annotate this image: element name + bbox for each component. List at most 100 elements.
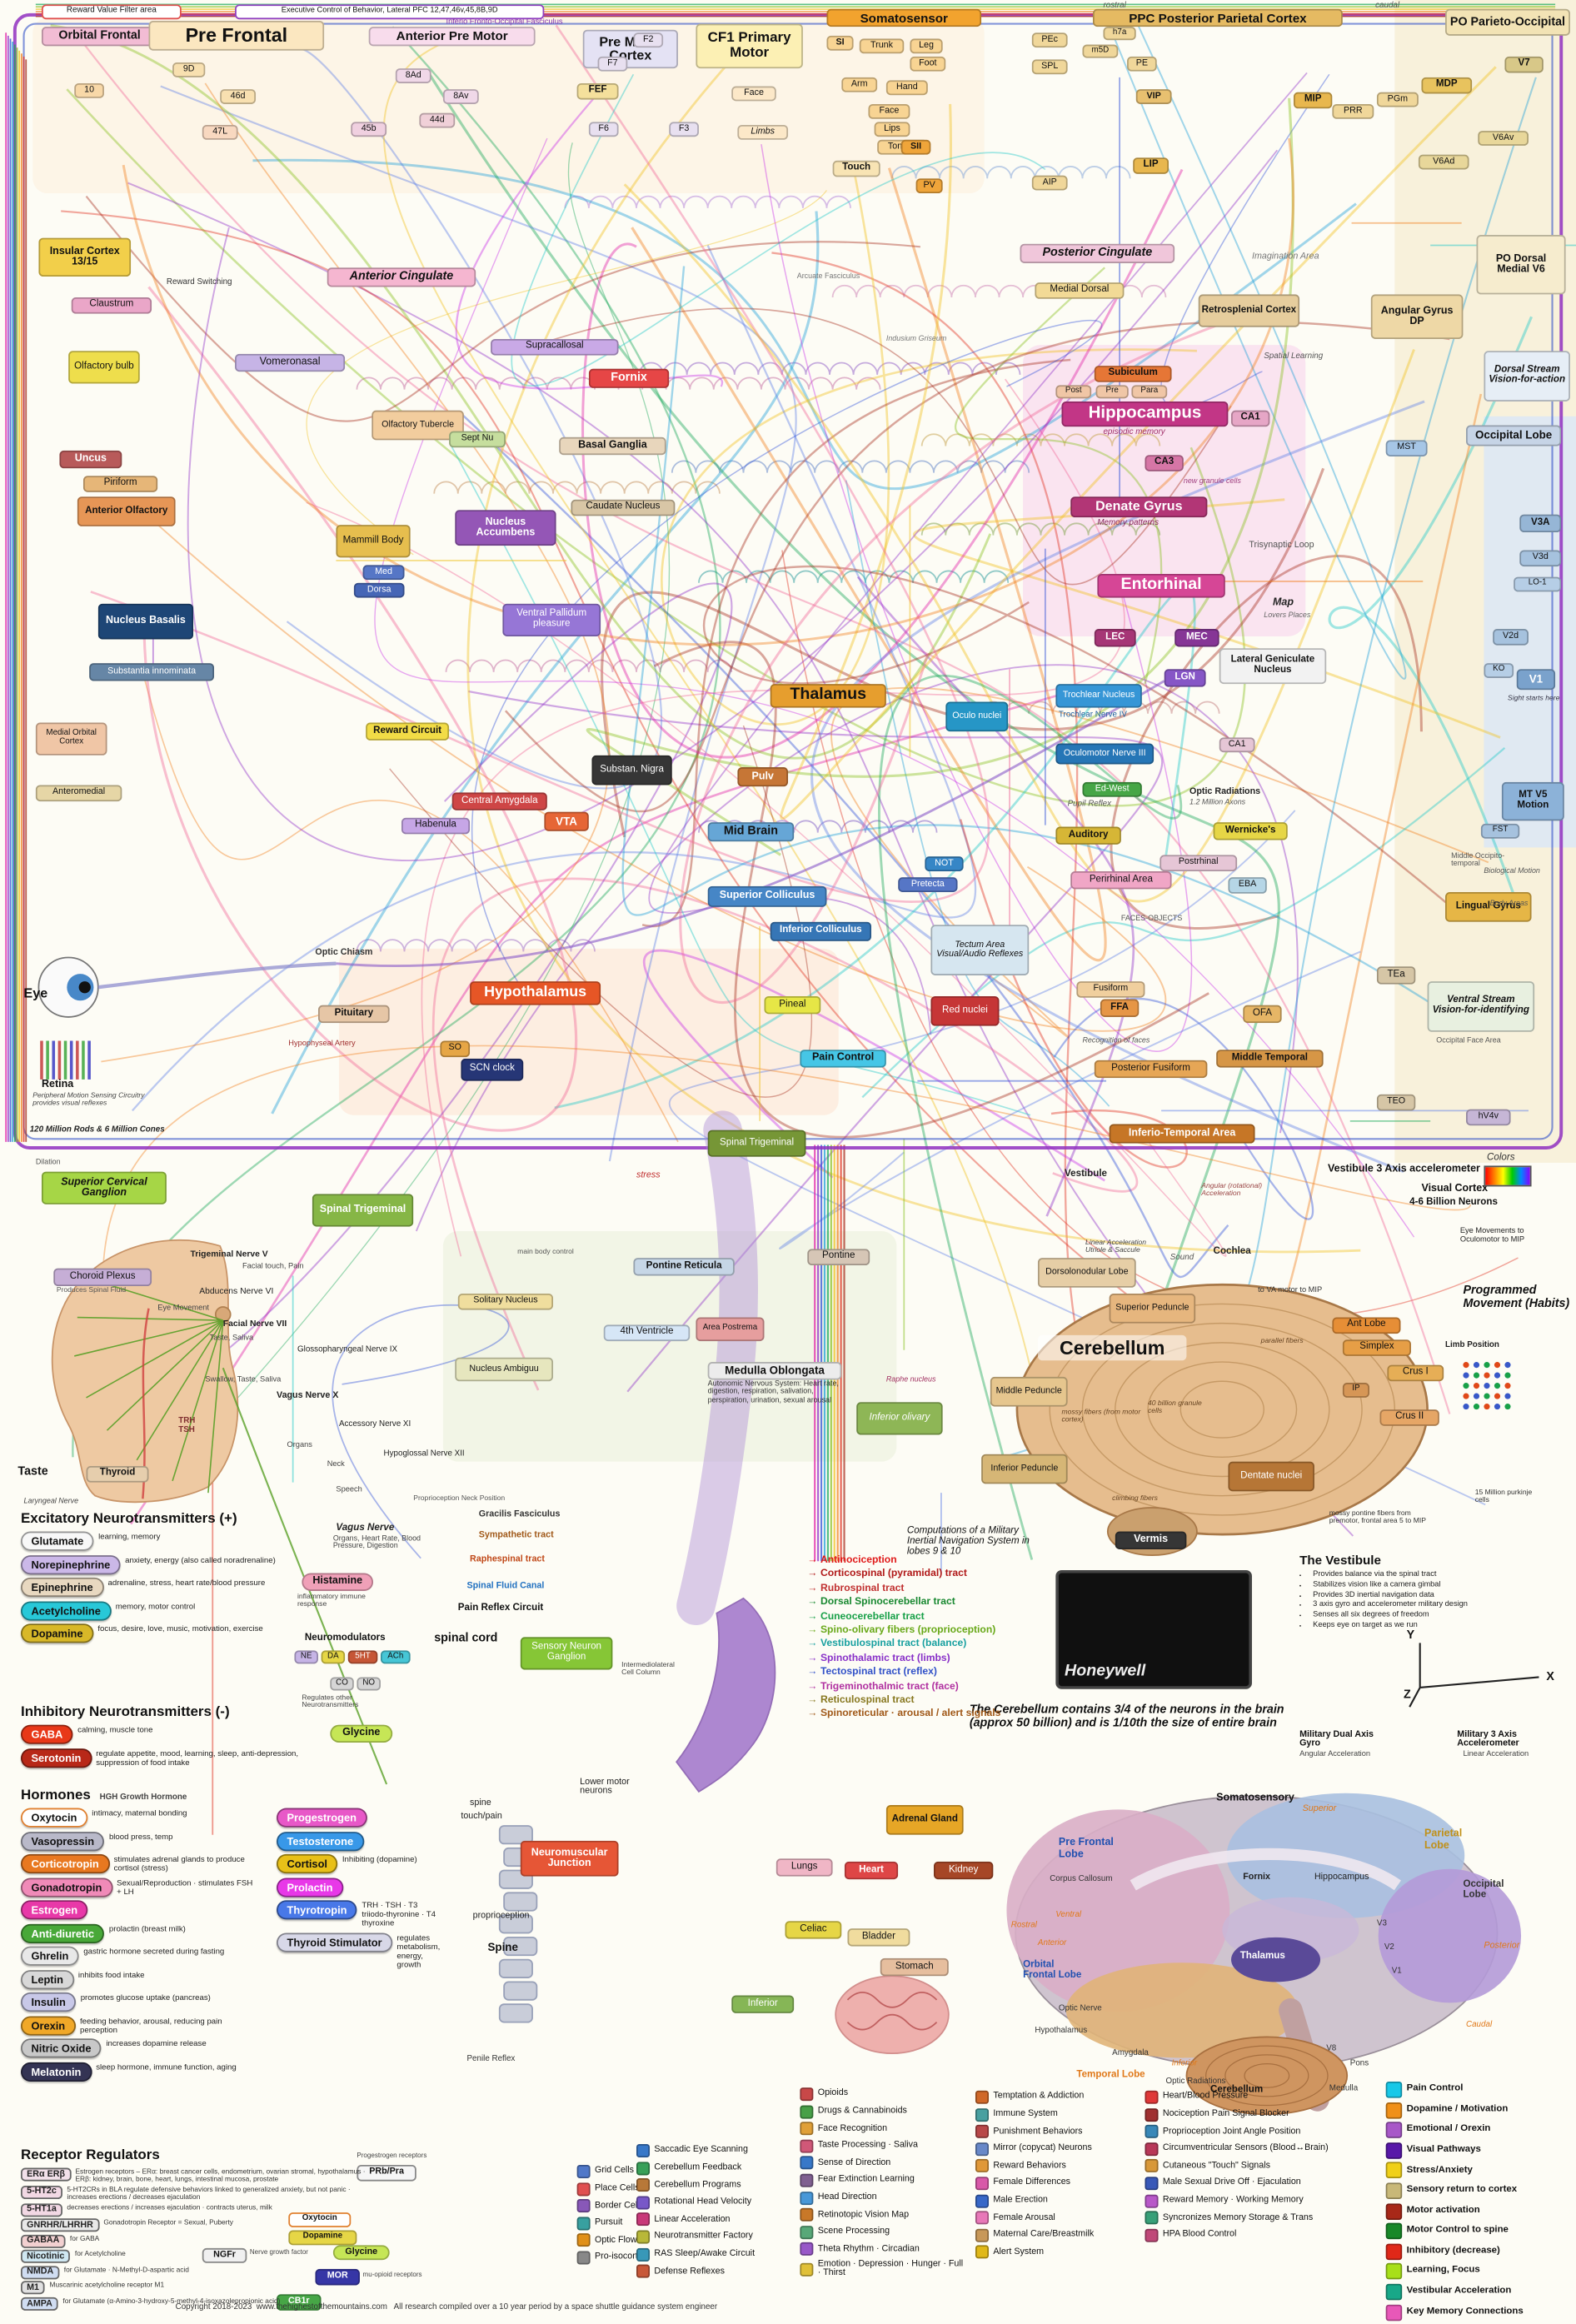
color-key-item: Pain Control xyxy=(1385,2082,1576,2098)
pill-row: Estrogen xyxy=(20,1900,282,1920)
pill-desc: regulate appetite, mood, learning, sleep… xyxy=(96,1749,299,1768)
legend-item: Reward Memory · Working Memory xyxy=(1145,2193,1349,2207)
region-x-solitary-nucleus: Solitary Nucleus xyxy=(457,1293,554,1310)
legend-label: Pursuit xyxy=(595,2218,623,2228)
tract-x-spinothalamic-tract-limbs: →Spinothalamic tract (limbs) xyxy=(807,1653,1000,1663)
legend-label: Reward Memory · Working Memory xyxy=(1162,2196,1304,2205)
text-x-reward-switching: Reward Switching xyxy=(166,277,232,287)
tract-list: →Antinociception→Corticospinal (pyramida… xyxy=(807,1555,1000,1719)
region-x-med: Med xyxy=(362,565,405,581)
pill-desc: blood press, temp xyxy=(108,1833,173,1842)
region-x-10: 10 xyxy=(74,82,104,98)
region-x-sensory-neuron-ganglion: Sensory Neuron Ganglion xyxy=(520,1637,613,1670)
region-x-claustrum: Claustrum xyxy=(71,297,152,314)
text-x-progestrogen-receptors: Progestrogen receptors xyxy=(357,2151,427,2159)
text-x-regulates-other-neurotransmitter: Regulates other Neurotransmitters xyxy=(302,1694,359,1711)
text-x-x: X xyxy=(1546,1669,1554,1683)
text-x-spine: Spine xyxy=(487,1940,518,1954)
pill-desc: focus, desire, love, music, motivation, … xyxy=(97,1625,263,1634)
receptor-badge-x-nmda: NMDA xyxy=(20,2266,60,2280)
region-x-vip: VIP xyxy=(1135,89,1172,104)
region-x-fst: FST xyxy=(1480,823,1520,839)
pill-x-prolactin: Prolactin xyxy=(277,1877,343,1897)
region-x-cb1r: CB1r xyxy=(277,2294,322,2311)
region-x-vermis: Vermis xyxy=(1115,1531,1187,1549)
region-x-ne: NE xyxy=(294,1650,318,1664)
region-x-dentate-nuclei: Dentate nuclei xyxy=(1228,1461,1314,1492)
legend-item: Linear Acceleration xyxy=(636,2212,794,2227)
text-x-posterior: Posterior xyxy=(1484,1942,1520,1951)
x-neurotransmitter-factory-icon xyxy=(636,2230,651,2244)
text-x-parietal-lobe: Parietal Lobe xyxy=(1424,1828,1465,1851)
legend-label: Pro-isocortex xyxy=(595,2252,648,2262)
text-x-inferior: Inferior xyxy=(1171,2059,1198,2068)
legend-item: Head Direction xyxy=(800,2191,966,2205)
legend-item: RAS Sleep/Awake Circuit xyxy=(636,2247,794,2262)
text-x-vestibule: Vestibule xyxy=(1065,1169,1108,1179)
region-x-46d: 46d xyxy=(220,89,257,104)
text-x-inferio-fronto-occipital-fascicu: Inferio Fronto-Occipital Fasciculus xyxy=(446,17,563,27)
color-key-item: Stress/Anxiety xyxy=(1385,2162,1576,2179)
tract-x-rubrospinal-tract: →Rubrospinal tract xyxy=(807,1583,1000,1593)
region-x-mec: MEC xyxy=(1175,629,1219,647)
legend-label: Scene Processing xyxy=(817,2227,890,2237)
pill-desc: stimulates adrenal glands to produce cor… xyxy=(113,1855,245,1874)
x-alert-system-icon xyxy=(975,2245,990,2260)
text-x-produces-spinal-fluid: Produces Spinal Fluid xyxy=(56,1287,127,1295)
color-key-label: Motor Control to spine xyxy=(1406,2224,1509,2236)
tract-label: Vestibulospinal tract (balance) xyxy=(820,1638,967,1650)
color-spectrum-swatch xyxy=(1484,1165,1532,1187)
x-retinotopic-vision-map-icon xyxy=(800,2208,814,2222)
region-x-inferior-colliculus: Inferior Colliculus xyxy=(770,921,872,941)
legend-label: Rotational Head Velocity xyxy=(654,2197,752,2207)
x-face-recognition-icon xyxy=(800,2122,814,2136)
legend-label: Head Direction xyxy=(817,2192,877,2202)
region-x-pgm: PGm xyxy=(1376,92,1419,107)
text-x-pre-frontal-lobe: Pre Frontal Lobe xyxy=(1058,1838,1117,1860)
region-x-ko: KO xyxy=(1484,663,1514,678)
region-x-v7: V7 xyxy=(1504,56,1544,73)
legend-item: Sense of Direction xyxy=(800,2156,966,2170)
region-x-v6ad: V6Ad xyxy=(1418,154,1469,170)
receptor-desc: 5-HT2CRs in BLA regulate defensive behav… xyxy=(67,2185,351,2201)
region-x-pulv: Pulv xyxy=(737,767,789,787)
region-x-medial-orbital-cortex: Medial Orbital Cortex xyxy=(35,722,107,756)
x-temptation-addiction-icon xyxy=(975,2090,990,2104)
region-x-po-dorsal-medial-v6: PO Dorsal Medial V6 xyxy=(1476,235,1566,295)
region-x-para: Para xyxy=(1131,385,1168,399)
text-x-main-body-control: main body control xyxy=(517,1249,574,1257)
region-x-lip: LIP xyxy=(1133,157,1170,174)
x-cutaneous-touch-signals-icon xyxy=(1145,2159,1159,2173)
pill-desc: adrenaline, stress, heart rate/blood pre… xyxy=(107,1578,266,1588)
x-head-direction-icon xyxy=(800,2191,814,2205)
legend-item: Theta Rhythm · Circadian xyxy=(800,2242,966,2257)
tract-x-corticospinal-pyramidal-tract: →Corticospinal (pyramidal) tract xyxy=(807,1569,1000,1579)
text-x-programmed-movement-habits: Programmed Movement (Habits) xyxy=(1463,1283,1570,1309)
color-key-label: Inhibitory (decrease) xyxy=(1406,2245,1500,2256)
x-punishment-behaviors-icon xyxy=(975,2125,990,2139)
legend-label: Nociception Pain Signal Blocker xyxy=(1162,2109,1289,2119)
text-x-military-3-axis-accelerometer: Military 3 Axis Accelerometer xyxy=(1457,1730,1519,1749)
text-x-amygdala: Amygdala xyxy=(1112,2048,1149,2058)
region-x-f3: F3 xyxy=(669,122,699,137)
receptor-desc: Estrogen receptors – ERα: breast cancer … xyxy=(75,2167,366,2183)
legend-label: Retinotopic Vision Map xyxy=(817,2210,910,2220)
region-x-pec: PEc xyxy=(1031,32,1068,48)
receptor-desc: for Glutamate · N-Methyl-D-aspartic acid xyxy=(63,2266,189,2274)
text-x-neck: Neck xyxy=(327,1459,345,1469)
legend-label: RAS Sleep/Awake Circuit xyxy=(654,2249,756,2259)
legend-label: Neurotransmitter Factory xyxy=(654,2232,753,2242)
text-x-military-dual-axis-gyro: Military Dual Axis Gyro xyxy=(1299,1730,1376,1749)
region-x-celiac: Celiac xyxy=(785,1921,842,1939)
region-x-orbital-frontal: Orbital Frontal xyxy=(41,27,158,47)
region-x-m5d: m5D xyxy=(1082,44,1119,58)
legend-item: Nociception Pain Signal Blocker xyxy=(1145,2107,1349,2122)
legend-label: Face Recognition xyxy=(817,2123,888,2133)
